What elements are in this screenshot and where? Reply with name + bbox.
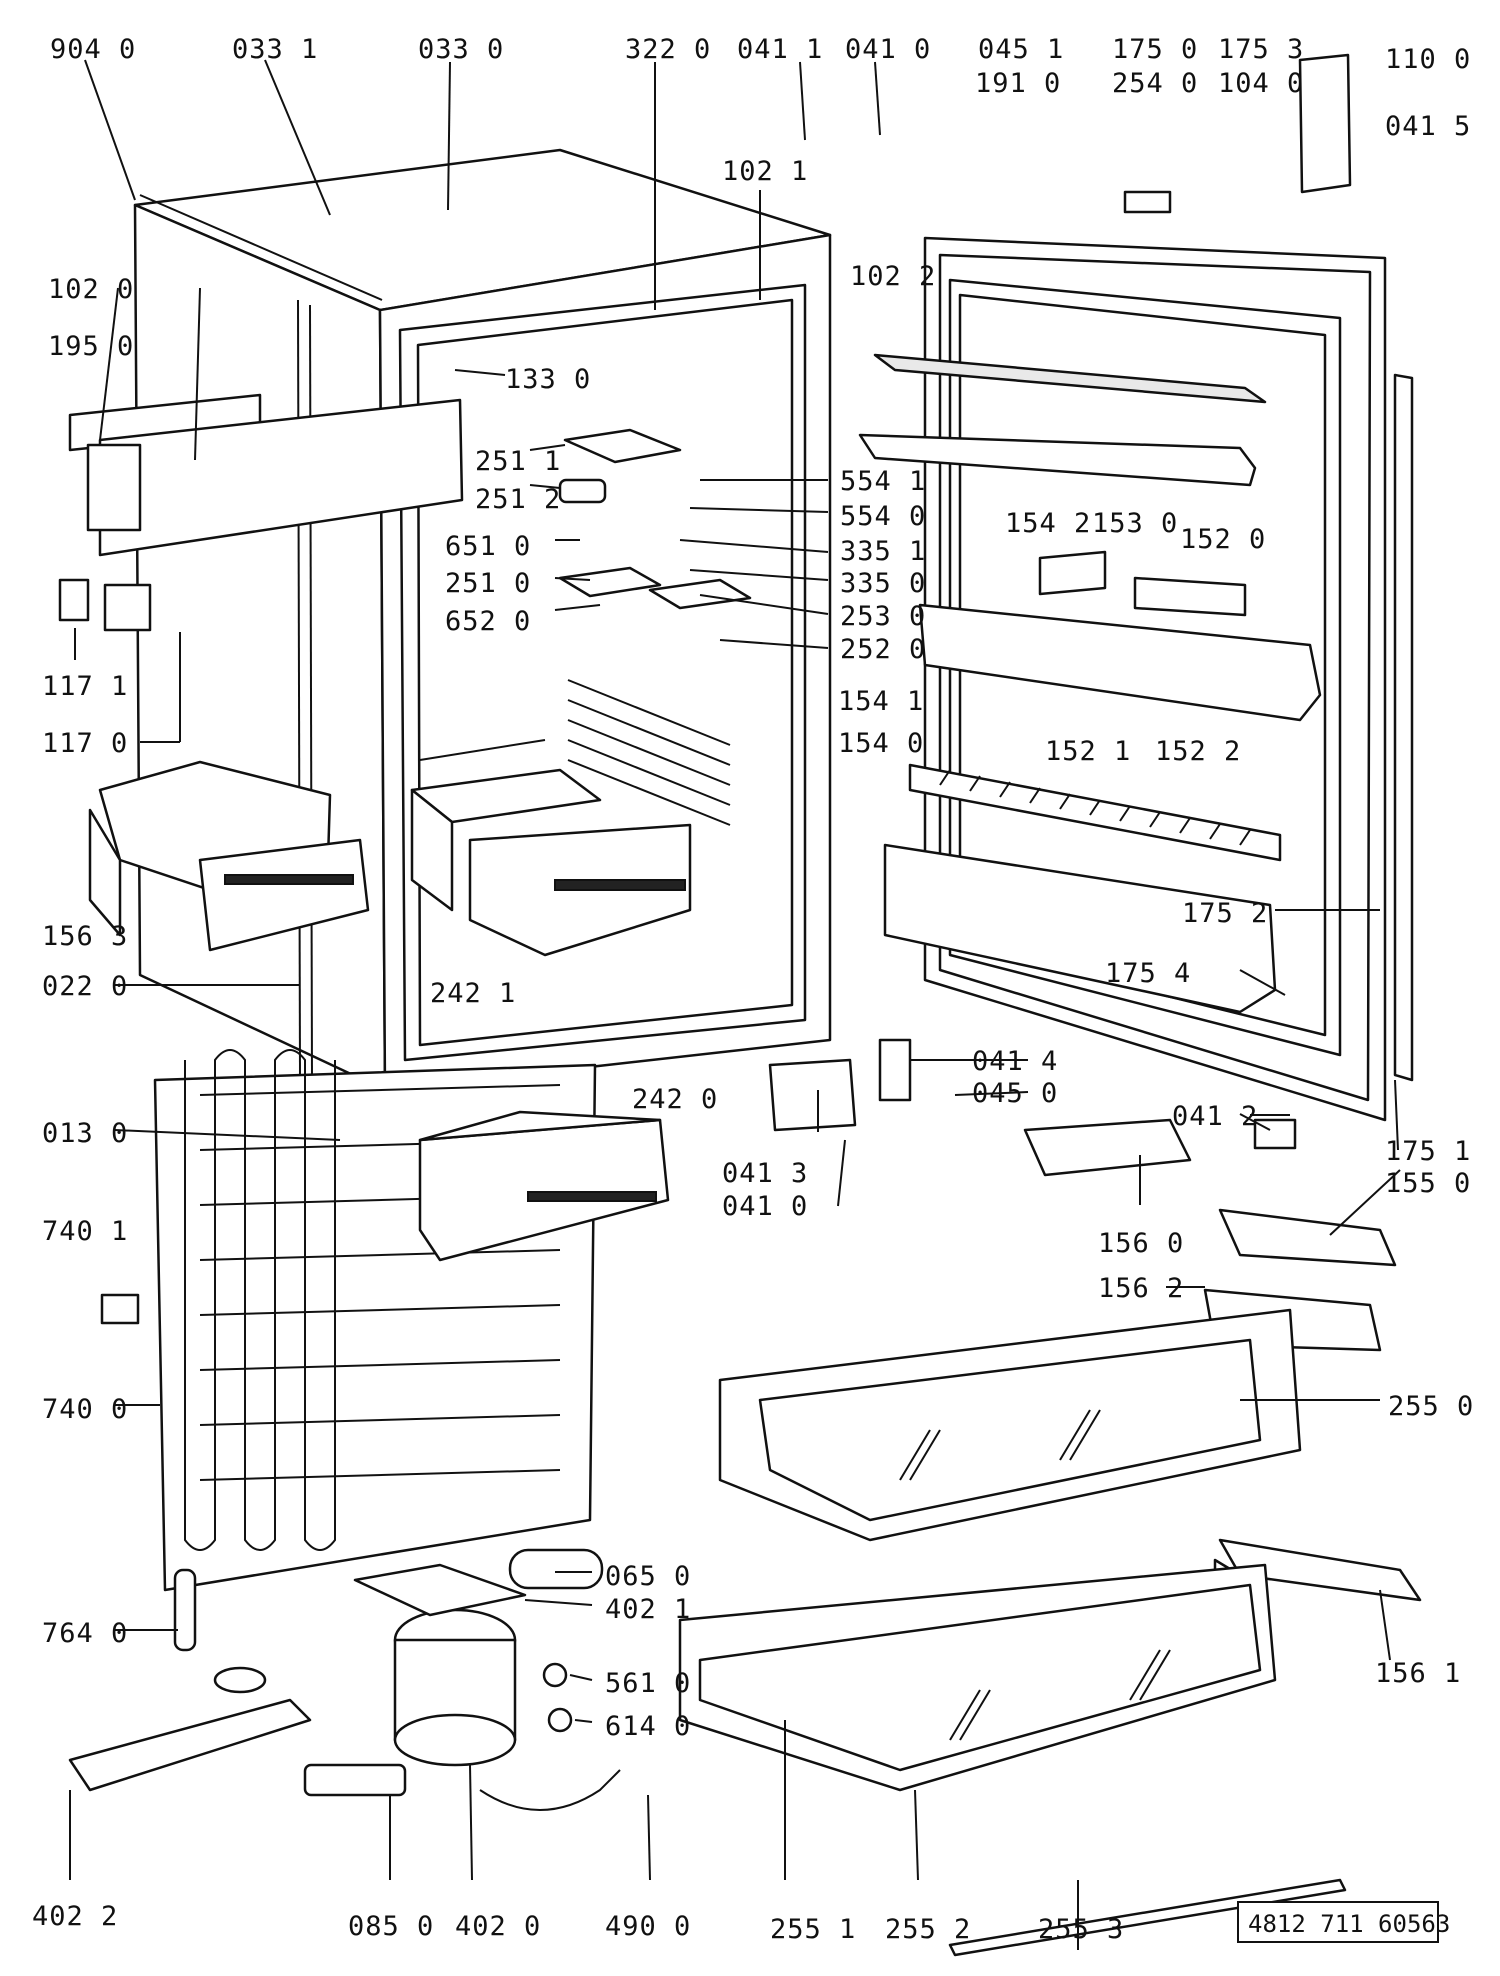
compressor-group xyxy=(303,1548,621,1811)
label-740-1: 740 1 xyxy=(42,1216,128,1247)
label-041-1: 041 1 xyxy=(737,34,823,65)
part-labels: 904 0 033 1 033 0 322 0 041 1 041 0 045 … xyxy=(32,34,1474,1945)
label-402-0: 402 0 xyxy=(455,1911,541,1942)
label-110-0: 110 0 xyxy=(1385,44,1471,75)
label-242-1: 242 1 xyxy=(430,978,516,1009)
document-number: 4812 711 60563 xyxy=(1248,1910,1450,1938)
label-614-0: 614 0 xyxy=(605,1711,691,1742)
label-175-4: 175 4 xyxy=(1105,958,1191,989)
label-117-0: 117 0 xyxy=(42,728,128,759)
label-045-1: 045 1 xyxy=(978,34,1064,65)
label-065-0: 065 0 xyxy=(605,1561,691,1592)
label-740-0: 740 0 xyxy=(42,1394,128,1425)
label-102-0: 102 0 xyxy=(48,274,134,305)
label-255-2: 255 2 xyxy=(885,1914,971,1945)
label-156-2: 156 2 xyxy=(1098,1273,1184,1304)
label-041-0-top: 041 0 xyxy=(845,34,931,65)
label-102-1: 102 1 xyxy=(722,156,808,187)
label-561-0: 561 0 xyxy=(605,1668,691,1699)
label-195-0: 195 0 xyxy=(48,331,134,362)
label-322-0: 322 0 xyxy=(625,34,711,65)
label-117-1: 117 1 xyxy=(42,671,128,702)
label-155-0: 155 0 xyxy=(1385,1168,1471,1199)
label-041-3: 041 3 xyxy=(722,1158,808,1189)
label-490-0: 490 0 xyxy=(605,1911,691,1942)
document-number-box: 4812 711 60563 xyxy=(1237,1901,1450,1943)
label-154-0: 154 0 xyxy=(838,728,924,759)
label-175-0: 175 0 xyxy=(1112,34,1198,65)
label-254-0: 254 0 xyxy=(1112,68,1198,99)
label-255-0: 255 0 xyxy=(1388,1391,1474,1422)
label-156-1: 156 1 xyxy=(1375,1658,1461,1689)
label-154-2: 154 2 xyxy=(1005,508,1091,539)
label-255-3: 255 3 xyxy=(1038,1914,1124,1945)
label-154-1: 154 1 xyxy=(838,686,924,717)
label-152-2: 152 2 xyxy=(1155,736,1241,767)
label-033-1: 033 1 xyxy=(232,34,318,65)
label-251-2: 251 2 xyxy=(475,484,561,515)
label-152-1: 152 1 xyxy=(1045,736,1131,767)
label-175-1: 175 1 xyxy=(1385,1136,1471,1167)
label-764-0: 764 0 xyxy=(42,1618,128,1649)
label-904-0: 904 0 xyxy=(50,34,136,65)
door xyxy=(858,53,1414,1122)
label-013-0: 013 0 xyxy=(42,1118,128,1149)
label-085-0: 085 0 xyxy=(348,1911,434,1942)
label-242-0: 242 0 xyxy=(632,1084,718,1115)
label-251-1: 251 1 xyxy=(475,446,561,477)
label-175-2: 175 2 xyxy=(1182,898,1268,929)
label-255-1: 255 1 xyxy=(770,1914,856,1945)
glass-shelves xyxy=(678,1308,1347,1957)
label-554-0: 554 0 xyxy=(840,501,926,532)
label-335-1: 335 1 xyxy=(840,536,926,567)
label-191-0: 191 0 xyxy=(975,68,1061,99)
label-104-0: 104 0 xyxy=(1218,68,1304,99)
label-402-1: 402 1 xyxy=(605,1594,691,1625)
label-252-0: 252 0 xyxy=(840,634,926,665)
label-335-0: 335 0 xyxy=(840,568,926,599)
label-041-0-bottom: 041 0 xyxy=(722,1191,808,1222)
label-033-0: 033 0 xyxy=(418,34,504,65)
label-156-3: 156 3 xyxy=(42,921,128,952)
label-041-2: 041 2 xyxy=(1172,1101,1258,1132)
label-102-2: 102 2 xyxy=(850,261,936,292)
label-652-0: 652 0 xyxy=(445,606,531,637)
label-402-2: 402 2 xyxy=(32,1901,118,1932)
label-253-0: 253 0 xyxy=(840,601,926,632)
label-651-0: 651 0 xyxy=(445,531,531,562)
label-152-0: 152 0 xyxy=(1180,524,1266,555)
label-153-0: 153 0 xyxy=(1092,508,1178,539)
label-022-0: 022 0 xyxy=(42,971,128,1002)
label-045-0: 045 0 xyxy=(972,1078,1058,1109)
label-156-0: 156 0 xyxy=(1098,1228,1184,1259)
label-175-3: 175 3 xyxy=(1218,34,1304,65)
label-133-0: 133 0 xyxy=(505,364,591,395)
leader-lines xyxy=(69,59,1401,1950)
left-parts xyxy=(58,393,670,1792)
label-041-4: 041 4 xyxy=(972,1046,1058,1077)
cabinet xyxy=(133,148,832,1092)
label-041-5: 041 5 xyxy=(1385,111,1471,142)
label-554-1: 554 1 xyxy=(840,466,926,497)
label-251-0: 251 0 xyxy=(445,568,531,599)
